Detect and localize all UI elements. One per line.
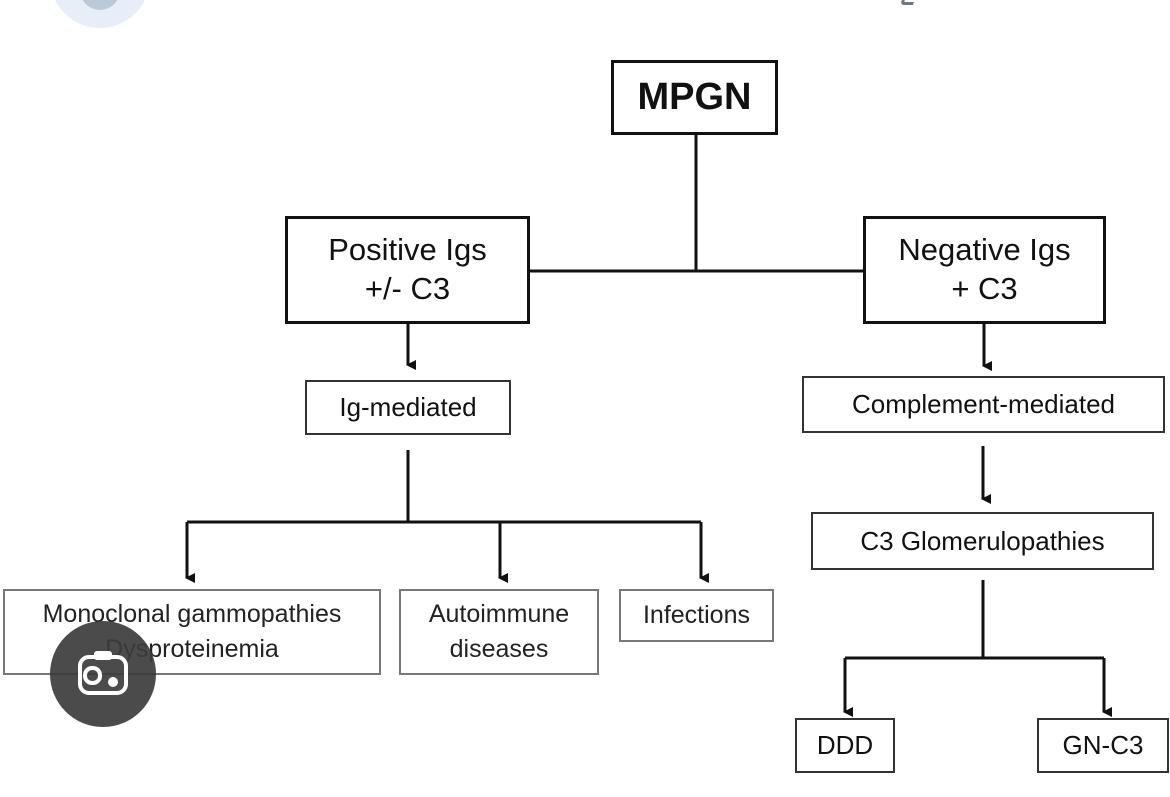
node-c3-glomerulopathies: C3 Glomerulopathies [811,512,1154,570]
node-negative-igs: Negative Igs + C3 [863,216,1106,324]
visual-search-button[interactable] [50,621,156,727]
node-ig-mediated: Ig-mediated [305,380,511,435]
node-gn-c3: GN-C3 [1037,718,1169,773]
top-strip [0,0,1170,30]
node-positive-igs: Positive Igs +/- C3 [285,216,530,324]
root-node-mpgn: MPGN [611,60,778,135]
node-ddd: DDD [795,718,895,773]
node-autoimmune-diseases: Autoimmune diseases [399,589,599,675]
camera-lens-icon [77,648,129,701]
node-complement-mediated: Complement-mediated [802,376,1165,433]
node-infections: Infections [619,589,774,642]
top-avatar-inner [80,0,120,10]
